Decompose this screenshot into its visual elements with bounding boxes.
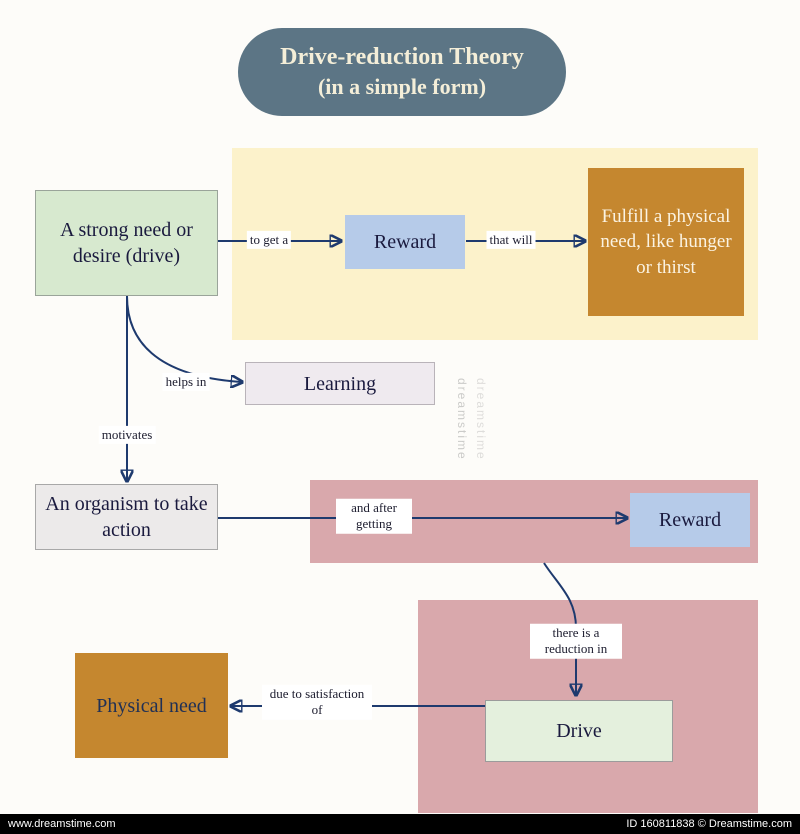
edge-label-that-will: that will bbox=[486, 230, 536, 250]
node-reward-1: Reward bbox=[345, 215, 465, 269]
stock-photo-footer: www.dreamstime.com ID 160811838 © Dreams… bbox=[0, 814, 800, 834]
node-strong-need: A strong need or desire (drive) bbox=[35, 190, 218, 296]
node-learning: Learning bbox=[245, 362, 435, 405]
edge-label-and-after-getting: and after getting bbox=[336, 498, 412, 534]
watermark-text: dreamstime bbox=[455, 378, 469, 461]
arrow-need-to-learning bbox=[126, 295, 241, 382]
node-organism-take-action: An organism to take action bbox=[35, 484, 218, 550]
watermark-text: dreamstime bbox=[474, 378, 488, 461]
edge-label-motivates: motivates bbox=[98, 425, 156, 445]
edge-label-due-to-satisfaction: due to satisfaction of bbox=[262, 684, 372, 720]
node-fulfill-physical-need: Fulfill a physical need, like hunger or … bbox=[588, 168, 744, 316]
node-drive: Drive bbox=[485, 700, 673, 762]
footer-image-credit: ID 160811838 © Dreamstime.com bbox=[626, 818, 792, 830]
edge-label-helps-in: helps in bbox=[162, 372, 210, 392]
watermark: dreamstime dreamstime bbox=[455, 378, 488, 461]
title-line-1: Drive-reduction Theory bbox=[280, 44, 524, 71]
node-reward-2: Reward bbox=[630, 493, 750, 547]
title-line-2: (in a simple form) bbox=[317, 74, 487, 100]
footer-site-url: www.dreamstime.com bbox=[8, 818, 116, 830]
node-physical-need: Physical need bbox=[75, 653, 228, 758]
edge-label-reduction-in: there is a reduction in bbox=[530, 623, 622, 659]
diagram-title: Drive-reduction Theory (in a simple form… bbox=[238, 28, 566, 116]
edge-label-to-get-a: to get a bbox=[246, 230, 292, 250]
